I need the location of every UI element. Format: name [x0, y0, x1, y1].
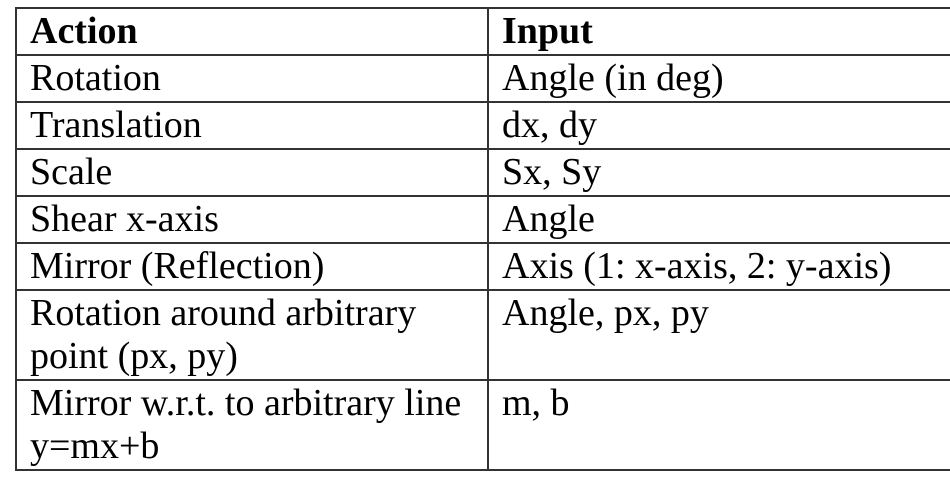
table-row: Mirror (Reflection)Axis (1: x-axis, 2: y… — [15, 242, 950, 291]
column-header-input: Input — [487, 7, 950, 56]
cell-input: Axis (1: x-axis, 2: y-axis) — [487, 242, 950, 291]
cell-action: Scale — [15, 148, 489, 197]
cell-input: Sx, Sy — [487, 148, 950, 197]
cell-input: dx, dy — [487, 101, 950, 150]
table-row: Rotation around arbitrary point (px, py)… — [15, 289, 950, 381]
cell-action: Mirror (Reflection) — [15, 242, 489, 291]
cell-action: Shear x-axis — [15, 195, 489, 244]
cell-action: Rotation — [15, 54, 489, 103]
cell-input: m, b — [487, 379, 950, 471]
column-header-action: Action — [15, 7, 489, 56]
cell-input: Angle (in deg) — [487, 54, 950, 103]
cell-input: Angle — [487, 195, 950, 244]
cell-action: Translation — [15, 101, 489, 150]
cell-input: Angle, px, py — [487, 289, 950, 381]
cell-action: Mirror w.r.t. to arbitrary line y=mx+b — [15, 379, 489, 471]
table-header-row: Action Input — [15, 7, 950, 56]
cell-action: Rotation around arbitrary point (px, py) — [15, 289, 489, 381]
